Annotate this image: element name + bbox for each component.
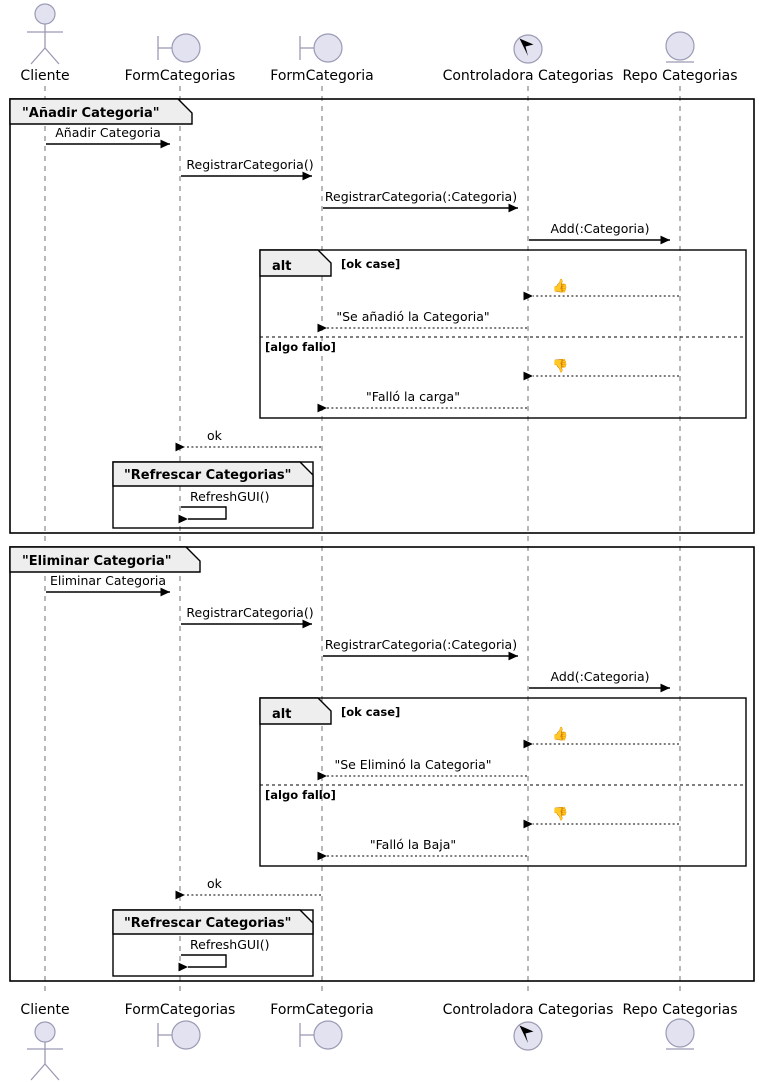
message-add-categoria[interactable]: Add(:Categoria) [529, 221, 670, 245]
alt-guard-fallo: [algo fallo] [265, 340, 336, 354]
message-add-categoria[interactable]: Add(:Categoria) [529, 669, 670, 693]
participant-label-cliente: Cliente [20, 1002, 69, 1018]
alt-guard-ok: [ok case] [341, 257, 400, 271]
boundary-icon [299, 33, 343, 63]
participant-header-controladora[interactable]: Controladora Categorias [443, 34, 614, 84]
actor-icon [27, 1021, 63, 1081]
participant-label-formcategorias: FormCategorias [125, 68, 236, 84]
participant-label-formcategoria: FormCategoria [270, 68, 373, 84]
message-return-thumbsdown[interactable]: 👎 [523, 358, 679, 381]
message-label: "Falló la Baja" [370, 837, 456, 852]
group-anadir-categoria[interactable]: "Añadir Categoria" Añadir Categoria Regi… [9, 98, 755, 534]
message-label: RegistrarCategoria(:Categoria) [325, 189, 517, 204]
message-label: RefreshGUI() [190, 937, 269, 952]
message-registrarcategoria[interactable]: RegistrarCategoria() [181, 157, 314, 181]
participant-footer-repo[interactable]: Repo Categorias [622, 1002, 738, 1050]
alt-guard-ok: [ok case] [341, 705, 400, 719]
message-label: "Falló la carga" [366, 389, 460, 404]
message-eliminar-categoria[interactable]: Eliminar Categoria [46, 573, 170, 597]
entity-icon [665, 1018, 695, 1050]
message-label: RegistrarCategoria(:Categoria) [325, 637, 517, 652]
message-ok-return[interactable]: ok [175, 428, 321, 452]
alt-guard-fallo: [algo fallo] [265, 788, 336, 802]
message-label: RegistrarCategoria() [186, 157, 313, 172]
message-return-fallo-carga[interactable]: "Falló la carga" [317, 389, 527, 413]
participant-footer-cliente[interactable]: Cliente [20, 1002, 70, 1081]
message-label: RegistrarCategoria() [186, 605, 313, 620]
group-label-eliminar: "Eliminar Categoria" [22, 554, 172, 569]
message-refreshgui-self[interactable]: RefreshGUI() [178, 489, 269, 524]
message-label: Add(:Categoria) [551, 221, 650, 236]
alt-fragment-anadir[interactable]: alt [ok case] 👍 "Se añadió la Categoria"… [259, 249, 747, 419]
thumbs-up-icon: 👍 [552, 278, 568, 294]
group-label-anadir: "Añadir Categoria" [22, 106, 160, 121]
nested-group-refrescar-eliminar[interactable]: "Refrescar Categorias" RefreshGUI() [112, 909, 314, 977]
participant-footer-formcategoria[interactable]: FormCategoria [270, 1002, 374, 1050]
participant-footer-controladora[interactable]: Controladora Categorias [443, 1002, 614, 1051]
actor-icon [27, 3, 63, 65]
nested-group-label: "Refrescar Categorias" [124, 916, 291, 931]
alt-fragment-eliminar[interactable]: alt [ok case] 👍 "Se Eliminó la Categoria… [259, 697, 747, 867]
participant-label-controladora: Controladora Categorias [443, 1002, 614, 1018]
boundary-icon [157, 33, 201, 63]
message-label: Añadir Categoria [55, 125, 161, 140]
thumbs-down-icon: 👎 [552, 806, 568, 822]
participant-label-formcategorias: FormCategorias [125, 1002, 236, 1018]
participant-label-repo: Repo Categorias [622, 68, 737, 84]
message-label: Add(:Categoria) [551, 669, 650, 684]
participant-label-cliente: Cliente [20, 68, 69, 84]
group-eliminar-categoria[interactable]: "Eliminar Categoria" Eliminar Categoria … [9, 546, 755, 982]
message-label: ok [207, 876, 223, 891]
message-return-se-anadio[interactable]: "Se añadió la Categoria" [317, 309, 527, 333]
message-label: RefreshGUI() [190, 489, 269, 504]
alt-label: alt [272, 707, 291, 722]
message-registrarcategoria-categoria[interactable]: RegistrarCategoria(:Categoria) [323, 189, 518, 213]
participant-header-formcategoria[interactable]: FormCategoria [270, 33, 374, 84]
message-label: ok [207, 428, 223, 443]
message-return-thumbsup[interactable]: 👍 [523, 726, 679, 749]
thumbs-down-icon: 👎 [552, 358, 568, 374]
message-label: "Se añadió la Categoria" [336, 309, 489, 324]
message-label: "Se Eliminó la Categoria" [334, 757, 491, 772]
participant-header-formcategorias[interactable]: FormCategorias [125, 33, 236, 84]
message-ok-return[interactable]: ok [175, 876, 321, 900]
message-registrarcategoria-categoria[interactable]: RegistrarCategoria(:Categoria) [323, 637, 518, 661]
participant-headers-top: Cliente FormCategorias FormCategoria [20, 3, 738, 84]
message-label: Eliminar Categoria [50, 573, 166, 588]
nested-group-refrescar-anadir[interactable]: "Refrescar Categorias" RefreshGUI() [112, 461, 314, 529]
participant-label-controladora: Controladora Categorias [443, 68, 614, 84]
nested-group-label: "Refrescar Categorias" [124, 468, 291, 483]
control-icon [513, 1021, 543, 1051]
message-registrarcategoria[interactable]: RegistrarCategoria() [181, 605, 314, 629]
message-anadir-categoria[interactable]: Añadir Categoria [46, 125, 170, 149]
boundary-icon [157, 1020, 201, 1050]
message-return-fallo-baja[interactable]: "Falló la Baja" [317, 837, 527, 861]
message-refreshgui-self[interactable]: RefreshGUI() [178, 937, 269, 972]
thumbs-up-icon: 👍 [552, 726, 568, 742]
control-icon [513, 34, 543, 64]
entity-icon [665, 31, 695, 63]
participant-header-cliente[interactable]: Cliente [20, 3, 70, 84]
participant-footers-bottom: Cliente FormCategorias FormCategoria [20, 1002, 738, 1081]
participant-header-repo[interactable]: Repo Categorias [622, 31, 738, 84]
lifelines [44, 86, 681, 996]
message-return-thumbsup[interactable]: 👍 [523, 278, 679, 301]
alt-label: alt [272, 259, 291, 274]
message-return-thumbsdown[interactable]: 👎 [523, 806, 679, 829]
boundary-icon [299, 1020, 343, 1050]
participant-label-formcategoria: FormCategoria [270, 1002, 373, 1018]
participant-footer-formcategorias[interactable]: FormCategorias [125, 1002, 236, 1050]
participant-label-repo: Repo Categorias [622, 1002, 737, 1018]
message-return-se-elimino[interactable]: "Se Eliminó la Categoria" [317, 757, 527, 781]
